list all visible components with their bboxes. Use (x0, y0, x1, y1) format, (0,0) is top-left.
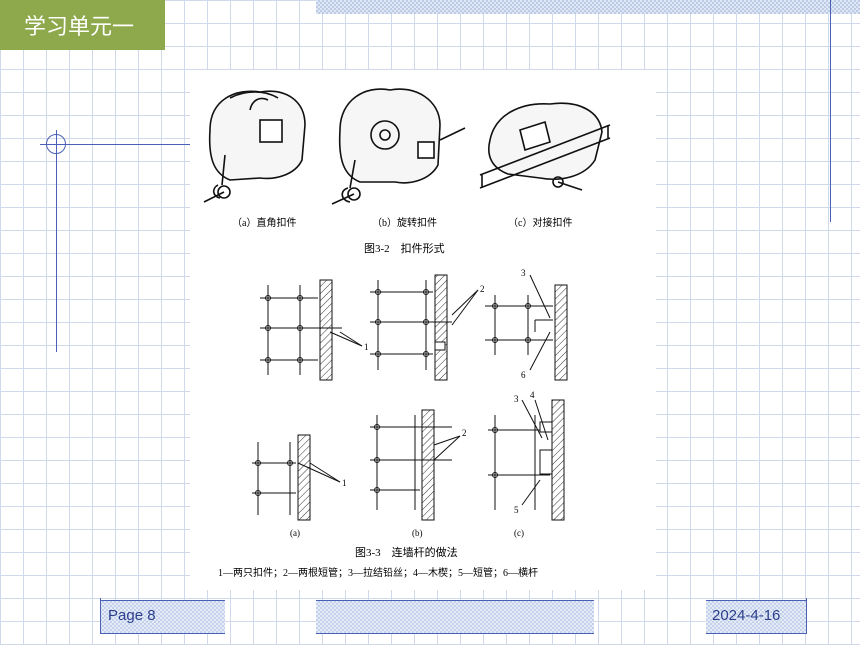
left-horizontal-line (40, 144, 200, 145)
butt-fastener-drawing (479, 102, 611, 191)
footer-center-box (316, 600, 594, 634)
callout-5-c-bottom: 5 (514, 505, 519, 515)
unit-title-tab: 学习单元一 (0, 0, 165, 50)
caption-swivel-fastener: （b）旋转扣件 (372, 216, 437, 229)
footer-page-box (100, 600, 225, 634)
left-vertical-line (56, 130, 57, 352)
figure-3-3-title: 图3-3 连墙杆的做法 (355, 545, 458, 559)
wall-tie-diagram-c-bottom (488, 399, 565, 521)
footer-date-box (706, 600, 806, 634)
callout-6-c-top: 6 (521, 370, 526, 380)
figure-panel: （a）直角扣件 （b）旋转扣件 （c）对接扣件 图3-2 扣件形式 1 (190, 70, 656, 590)
callout-3-c-top: 3 (521, 268, 526, 278)
callout-3-c-bottom: 3 (514, 394, 519, 404)
wall-tie-diagram-b-top (370, 274, 479, 381)
footer-right-divider (806, 598, 807, 634)
swivel-fastener-drawing (331, 88, 466, 205)
right-vertical-line (830, 0, 831, 222)
wall-tie-diagram-a-bottom (252, 434, 341, 521)
right-angle-fastener-drawing (203, 90, 306, 203)
callout-1-a-bottom: 1 (342, 478, 347, 488)
wall-tie-diagram-b-bottom (370, 409, 461, 521)
footer-left-divider (100, 598, 101, 634)
sublabel-c: (c) (514, 528, 524, 538)
callout-1-a-top: 1 (364, 342, 369, 352)
page-number: Page 8 (108, 607, 156, 624)
callout-2-b-bottom: 2 (462, 428, 467, 438)
sublabel-b: (b) (412, 528, 423, 538)
top-decorative-band (316, 0, 860, 14)
callout-4-c-bottom: 4 (530, 390, 535, 400)
wall-tie-diagram-a-top (260, 279, 363, 381)
caption-butt-fastener: （c）对接扣件 (508, 216, 572, 229)
crosshair-circle-icon (46, 134, 66, 154)
footer-date: 2024-4-16 (712, 607, 781, 624)
figure-3-3-legend: 1—两只扣件；2—两根短管；3—拉结铅丝；4—木楔；5—短管；6—横杆 (218, 566, 538, 579)
sublabel-a: (a) (290, 528, 300, 538)
callout-2-b-top: 2 (480, 284, 485, 294)
wall-tie-diagram-c-top (485, 274, 568, 381)
figure-svg: （a）直角扣件 （b）旋转扣件 （c）对接扣件 图3-2 扣件形式 1 (203, 88, 611, 579)
unit-title: 学习单元一 (24, 14, 135, 39)
caption-right-angle-fastener: （a）直角扣件 (232, 216, 296, 229)
figure-3-2-title: 图3-2 扣件形式 (364, 241, 445, 255)
